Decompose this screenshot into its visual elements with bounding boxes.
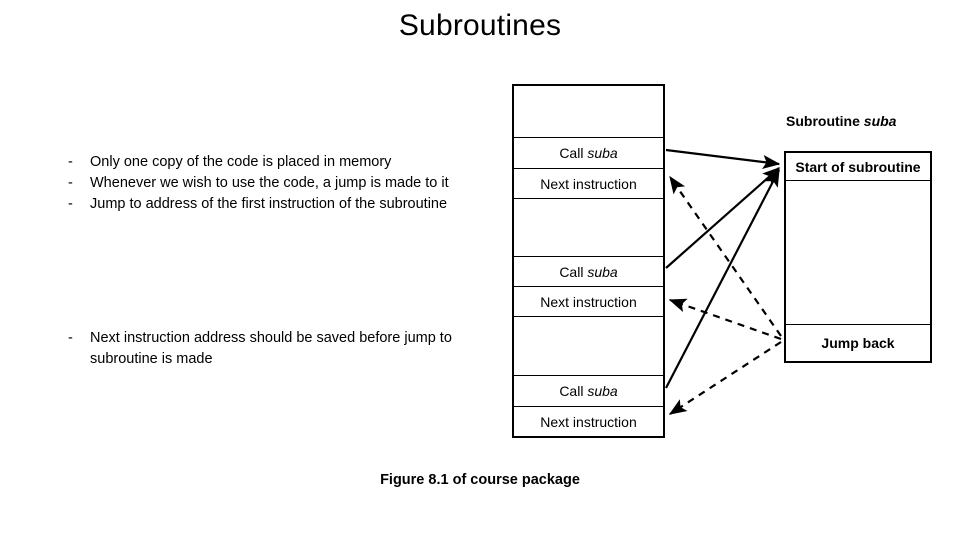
memory-row-call-3: Call suba xyxy=(514,376,663,407)
memory-row-blank xyxy=(514,199,663,257)
page-title: Subroutines xyxy=(398,9,562,42)
bullet-list-primary: - Only one copy of the code is placed in… xyxy=(68,152,468,215)
main-program-memory-box: Call suba Next instruction Call suba Nex… xyxy=(512,84,665,438)
bullet-text: Jump to address of the first instruction… xyxy=(90,196,448,212)
bullet-text: Whenever we wish to use the code, a jump… xyxy=(90,175,449,191)
list-item: - Only one copy of the code is placed in… xyxy=(68,152,468,173)
bullet-dash-icon: - xyxy=(68,196,73,212)
bullet-list-secondary: - Next instruction address should be sav… xyxy=(68,328,468,370)
call-label: Call xyxy=(559,145,584,161)
call-target: suba xyxy=(587,145,618,161)
return-arrow-1 xyxy=(669,175,782,337)
memory-row-blank xyxy=(514,317,663,376)
call-label: Call xyxy=(559,383,584,399)
bullet-text: Only one copy of the code is placed in m… xyxy=(90,154,392,170)
call-arrow-3 xyxy=(665,168,780,389)
memory-row-blank xyxy=(514,86,663,138)
call-target: suba xyxy=(587,263,618,280)
subroutine-label-prefix: Subroutine xyxy=(786,113,860,129)
subroutine-box: Start of subroutine Jump back xyxy=(784,151,932,363)
bullet-text: Next instruction address should be saved… xyxy=(90,330,452,367)
memory-row-next-3: Next instruction xyxy=(540,413,637,430)
list-item: - Whenever we wish to use the code, a ju… xyxy=(68,173,468,194)
figure-caption: Figure 8.1 of course package xyxy=(380,472,580,488)
call-arrow-2 xyxy=(665,167,780,269)
call-target: suba xyxy=(587,383,618,399)
memory-row-call-2: Call suba xyxy=(514,257,663,287)
bullet-dash-icon: - xyxy=(68,175,73,191)
return-arrow-2 xyxy=(668,298,782,341)
subroutine-label-name: suba xyxy=(863,113,897,129)
bullet-dash-icon: - xyxy=(68,154,73,170)
call-label: Call xyxy=(559,263,584,280)
bullet-dash-icon: - xyxy=(68,330,73,346)
memory-row-call-1: Call suba xyxy=(514,138,663,169)
memory-row-next-2: Next instruction xyxy=(514,287,663,317)
subroutine-label: Subroutine suba xyxy=(786,113,896,129)
subroutine-row-start: Start of subroutine xyxy=(786,153,930,181)
subroutine-row-jump-back: Jump back xyxy=(821,335,895,351)
list-item: - Jump to address of the first instructi… xyxy=(68,194,468,215)
list-item: - Next instruction address should be sav… xyxy=(68,328,468,370)
memory-row-next-1: Next instruction xyxy=(514,169,663,199)
subroutine-row-body xyxy=(786,181,930,325)
return-arrow-3 xyxy=(668,341,782,415)
call-arrow-1 xyxy=(665,148,781,169)
